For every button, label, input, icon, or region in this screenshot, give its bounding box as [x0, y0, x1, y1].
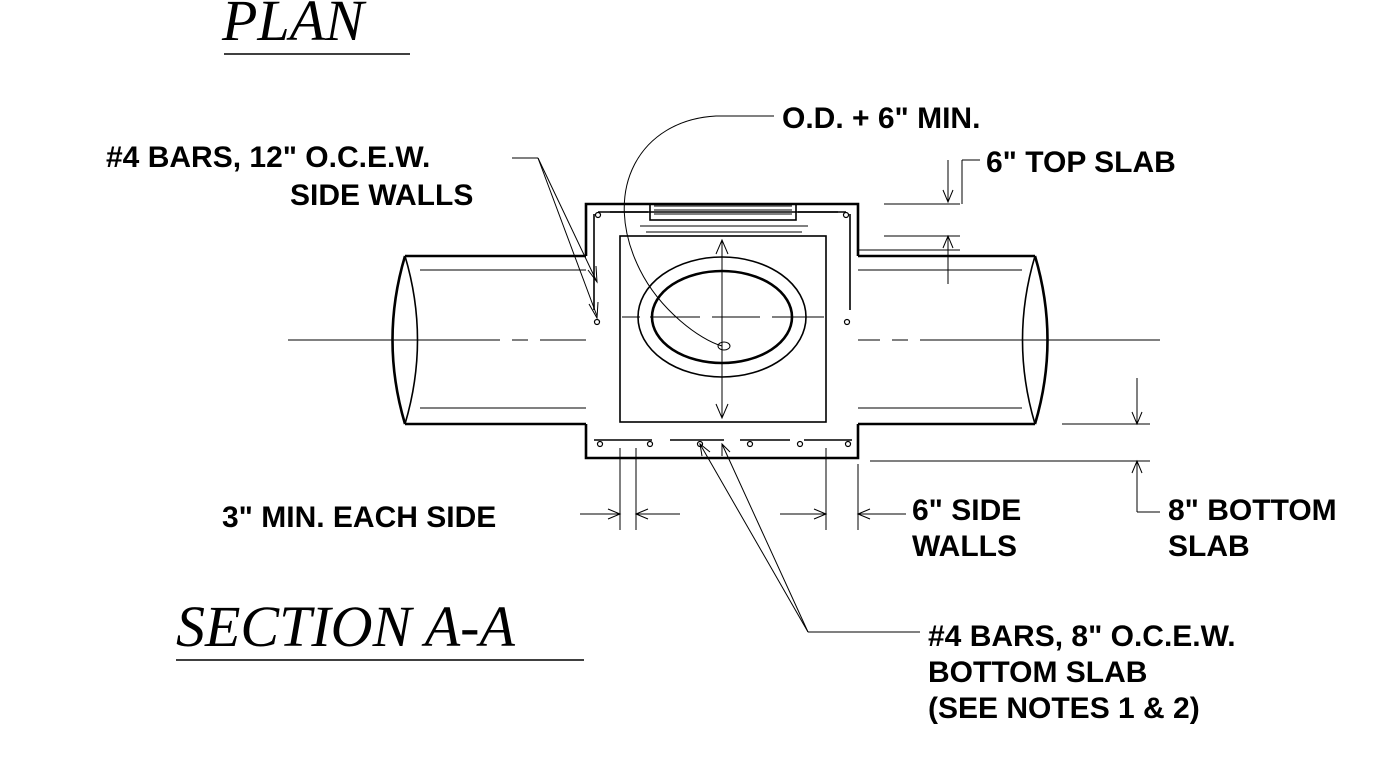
- side-wall-bars-label-line1: #4 BARS, 12" O.C.E.W.: [106, 141, 430, 174]
- bottom-bars-label-line3: (SEE NOTES 1 & 2): [928, 692, 1200, 725]
- bottom-slab-dimension: [870, 378, 1160, 513]
- side-wall-bars-label-line2: SIDE WALLS: [290, 179, 473, 212]
- bottom-dimension-lines: [580, 448, 906, 530]
- side-walls-label-line1: 6" SIDE: [912, 494, 1021, 527]
- pipe-opening: [622, 238, 824, 420]
- bottom-slab-rebar: [594, 439, 852, 448]
- bottom-slab-label-line1: 8" BOTTOM: [1168, 494, 1337, 527]
- side-wall-rebar: [593, 211, 851, 326]
- bottom-bars-leader: [699, 442, 920, 633]
- plan-title: PLAN: [221, 0, 367, 53]
- top-slab-label: 6" TOP SLAB: [986, 146, 1176, 179]
- od-min-leader: [623, 115, 774, 347]
- side-walls-label-line2: WALLS: [912, 530, 1017, 563]
- bottom-bars-label-line2: BOTTOM SLAB: [928, 656, 1147, 689]
- bottom-bars-label-line1: #4 BARS, 8" O.C.E.W.: [928, 620, 1236, 653]
- min-each-side-label: 3" MIN. EACH SIDE: [222, 501, 496, 534]
- bottom-slab-label-line2: SLAB: [1168, 530, 1250, 563]
- top-slab-dimension: [858, 159, 980, 284]
- od-min-leader-tip: [717, 341, 731, 351]
- side-wall-bars-leader: [512, 157, 599, 320]
- od-min-label: O.D. + 6" MIN.: [782, 102, 980, 135]
- section-title: SECTION A-A: [176, 594, 515, 659]
